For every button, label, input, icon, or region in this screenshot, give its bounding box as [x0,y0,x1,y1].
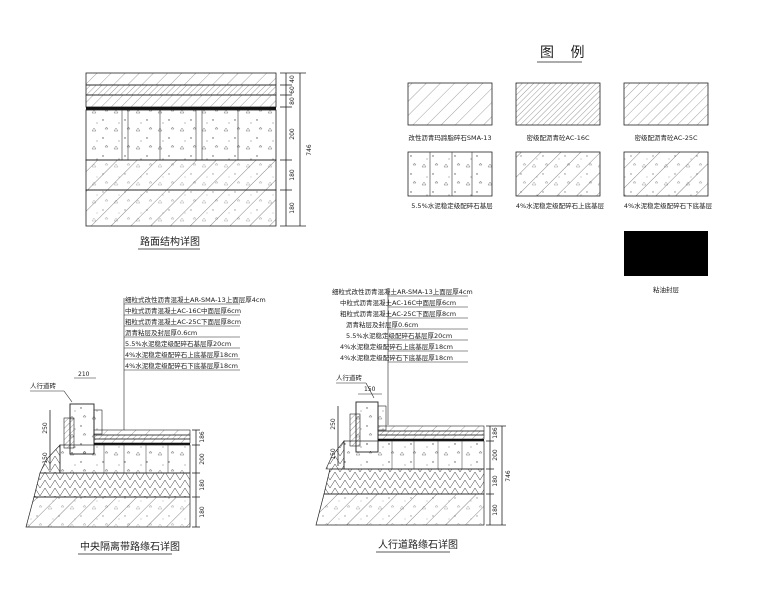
median-dim-l1: 250 [42,422,49,434]
sidewalk-dim-r1: 186 [492,427,499,439]
legend-title: 图 例 [540,45,590,61]
median-dim-r4: 180 [199,506,206,518]
legend-label-ac25c: 密级配沥青砼AC-25C [634,133,697,142]
dim-layer-6: 180 [289,202,296,214]
layer-ac25c [85,94,277,108]
layer-seal [86,107,276,110]
dim-layer-2: 60 [289,86,296,94]
layer-base [85,109,277,161]
sidewalk-note-2: 中粒式沥青混凝土AC-16C中面层厚6cm [340,298,456,307]
pavement-dimension-lines [280,72,306,227]
layer-sma13 [85,72,277,86]
pavement-caption: 路面结构详图 [140,235,200,248]
legend-swatch-subbase-upper [515,151,601,197]
legend-label-subbase-upper: 4%水泥稳定级配碎石上底基层 [516,201,605,210]
sidewalk-dim-r4: 180 [492,504,499,516]
legend-label-sma13: 改性沥青玛蹄脂碎石SMA-13 [408,133,491,142]
legend: 图 例 改性沥青玛蹄脂碎石SMA-13 密级配沥青砼AC-16C 密级配沥青砼A… [407,45,713,294]
sidewalk-dim-total: 746 [505,470,512,482]
sidewalk-note-6: 4%水泥稳定级配碎石上底基层厚18cm [340,342,453,351]
median-side-label: 人行道砖 [30,381,57,390]
sidewalk-curb-detail: 细粒式改性沥青混凝土AR-SMA-13上面层厚4cm 中粒式沥青混凝土AC-16… [315,287,512,553]
median-dim-r3: 180 [199,479,206,491]
dim-layer-3: 80 [289,97,296,105]
pavement-structure-detail: 40 60 80 200 180 180 746 路面结构详图 [85,72,313,250]
legend-swatch-ac25c [623,82,709,126]
legend-label-ac16c: 密级配沥青砼AC-16C [526,133,589,142]
sidewalk-dim-r2: 200 [492,449,499,461]
legend-label-subbase-lower: 4%水泥稳定级配碎石下底基层 [624,201,713,210]
median-note-5: 5.5%水泥稳定级配碎石基层厚20cm [125,339,231,348]
median-note-7: 4%水泥稳定级配碎石下底基层厚18cm [125,361,238,370]
median-curb-detail: 细粒式改性沥青混凝土AR-SMA-13上面层厚4cm 中粒式沥青混凝土AC-16… [25,295,266,555]
base-joints [121,110,239,160]
median-note-3: 粗粒式沥青混凝土AC-25C下面层厚8cm [125,317,241,326]
dim-layer-4: 200 [289,128,296,140]
sidewalk-dim-l1: 250 [330,418,337,430]
median-note-2: 中粒式沥青混凝土AC-16C中面层厚6cm [125,306,241,315]
sidewalk-note-3: 粗粒式沥青混凝土AC-25C下面层厚8cm [340,309,456,318]
median-note-4: 沥青粘层及封层厚0.6cm [125,328,197,337]
sidewalk-note-lines [387,288,468,425]
median-note-1: 细粒式改性沥青混凝土AR-SMA-13上面层厚4cm [125,295,266,304]
legend-swatch-subbase-lower [623,151,709,197]
median-caption: 中央隔离带路缘石详图 [80,540,180,553]
dim-layer-5: 180 [289,169,296,181]
median-top-dim: 210 [78,371,90,378]
median-note-lines [123,298,240,430]
median-dim-r1: 186 [199,431,206,443]
sidewalk-side-label: 人行道砖 [336,373,363,382]
legend-label-base: 5.5%水泥稳定级配碎石基层 [411,201,493,210]
legend-swatch-sma13 [407,82,493,126]
legend-label-seal: 粘油封层 [653,285,680,294]
sidewalk-top-dim: 150 [364,386,376,393]
median-dim-r2: 200 [199,453,206,465]
layer-ac16c [85,84,277,96]
median-note-6: 4%水泥稳定级配碎石上底基层厚18cm [125,350,238,359]
legend-swatch-seal [624,231,708,276]
sidewalk-note-4: 沥青粘层及封层厚0.6cm [346,320,418,329]
sidewalk-dim-l2: 150 [330,448,337,460]
sidewalk-caption: 人行道路缘石详图 [378,538,458,551]
legend-swatch-base [407,151,493,197]
legend-swatch-ac16c [515,82,601,126]
sidewalk-note-1: 细粒式改性沥青混凝土AR-SMA-13上面层厚4cm [332,287,473,296]
dim-layer-1: 40 [289,75,296,83]
median-dim-l2: 150 [42,452,49,464]
sidewalk-note-5: 5.5%水泥稳定级配碎石基层厚20cm [346,331,452,340]
dim-total: 746 [306,144,313,156]
sidewalk-dim-r3: 180 [492,475,499,487]
sidewalk-note-7: 4%水泥稳定级配碎石下底基层厚18cm [340,353,453,362]
